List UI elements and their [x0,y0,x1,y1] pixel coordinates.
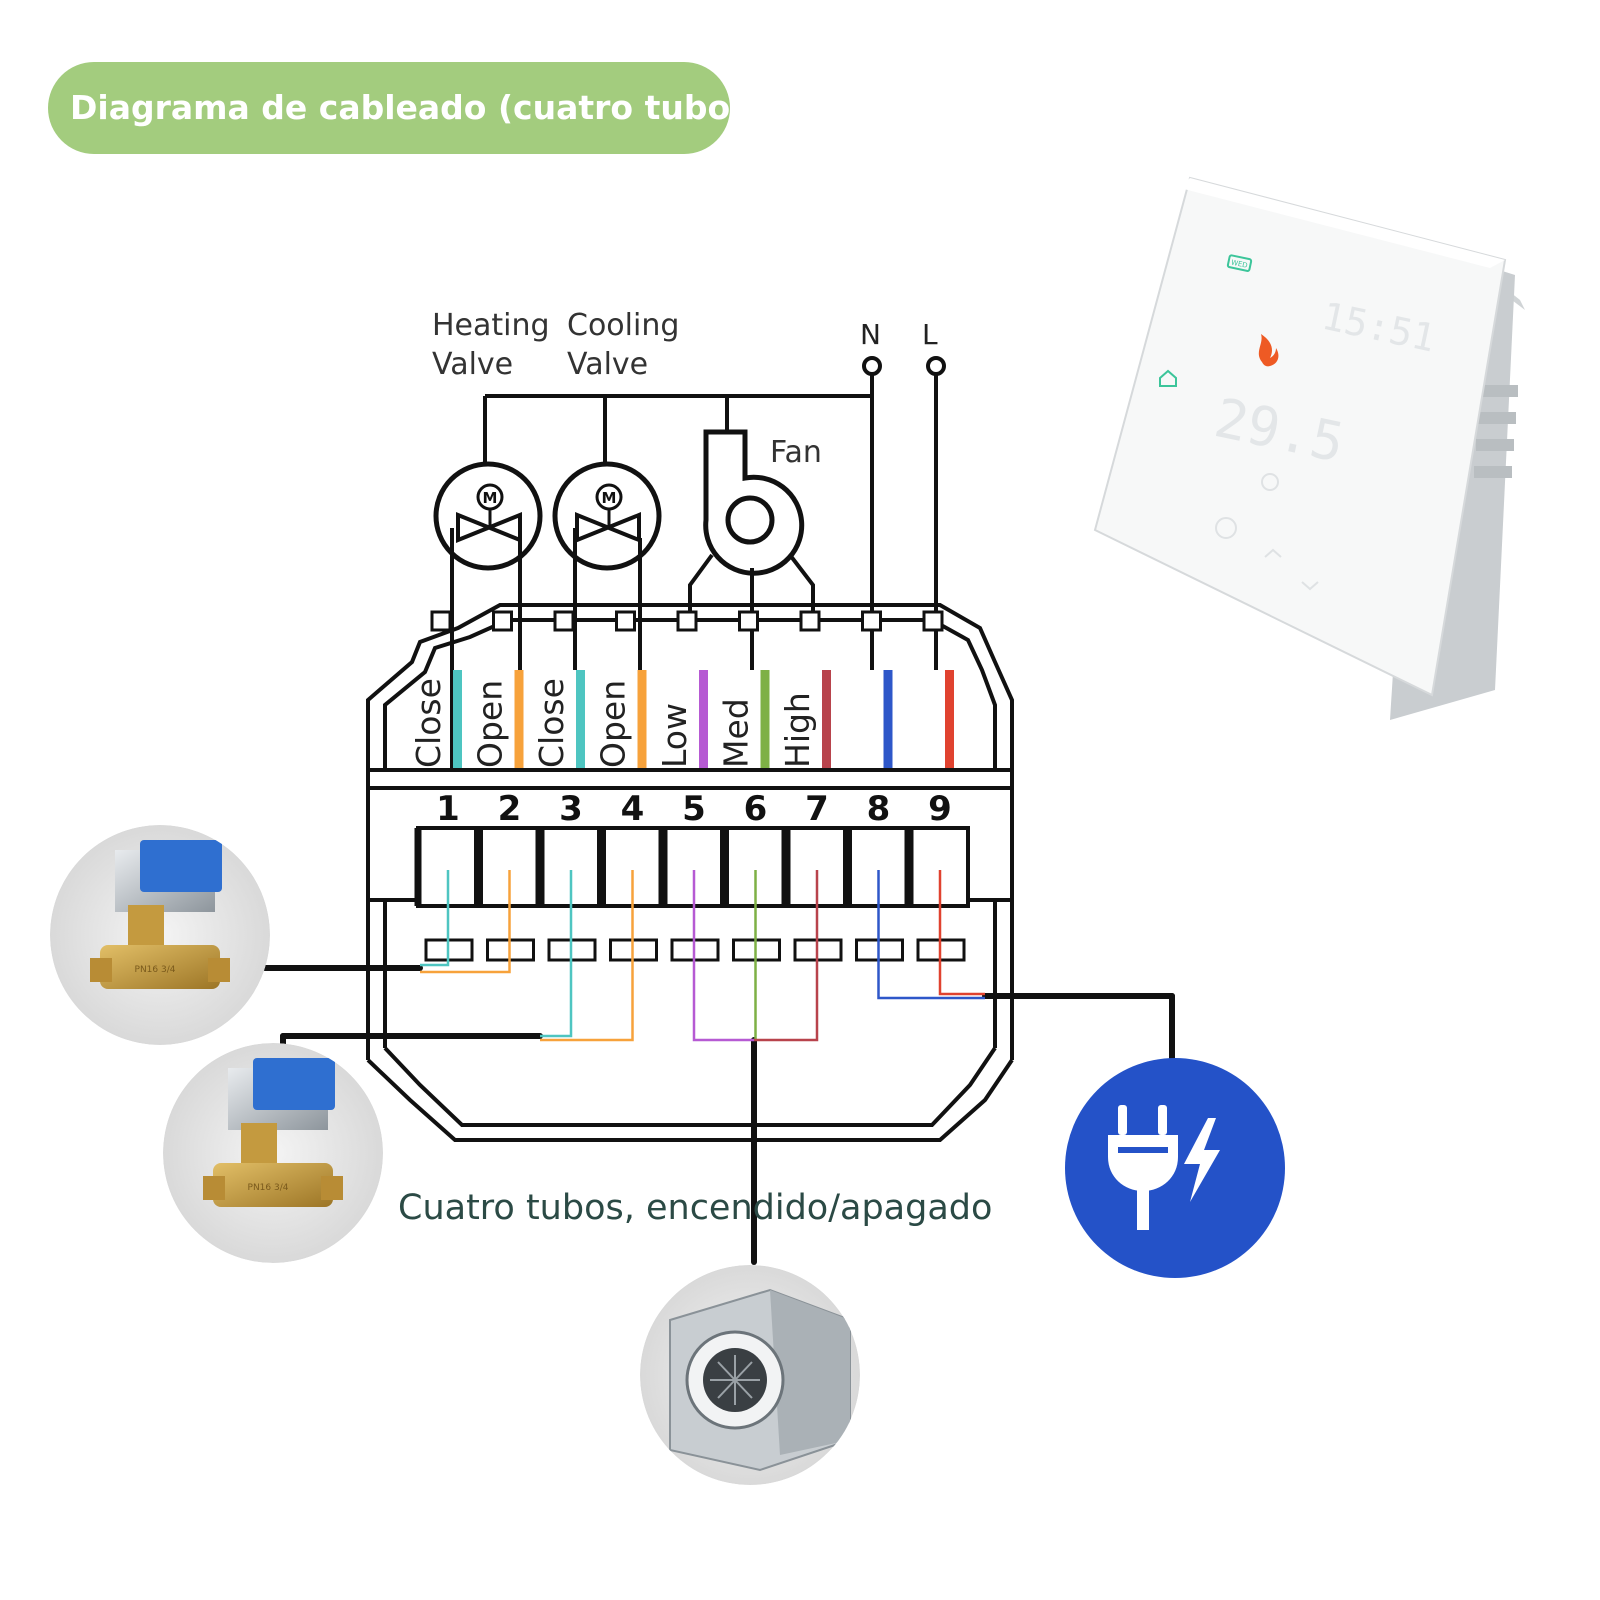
terminal-label-2: Open [471,680,510,768]
terminal-number-4: 4 [621,789,645,829]
terminal-lead-2 [514,670,524,768]
heating-motor-label: M [483,489,498,507]
terminal-top-slot [553,610,575,632]
cooling-label-line1: Cooling [567,308,679,343]
heating-label-line2: Valve [432,347,513,382]
diagram-title: Diagrama de cableado (cuatro tubos) [48,62,730,154]
clock-icon [1261,473,1279,491]
terminal-top-slot [615,610,636,632]
up-arrow-icon [1264,548,1282,558]
terminal-lead-8 [883,670,893,768]
live-label: L [922,318,938,351]
cooling-valve-symbol: M [552,461,662,670]
terminal-label-7: High [778,692,817,768]
day-badge-icon [1226,254,1253,272]
terminal-label-5: Low [655,703,694,768]
terminal-number-9: 9 [928,789,952,829]
terminal-top-slot [492,610,513,632]
cooling-label-line2: Valve [567,347,648,382]
terminal-label-1: Close [409,678,448,768]
terminal-labels: Close Open Close Open Low Med High [409,678,817,768]
terminal-lead-5 [699,670,708,768]
fan-symbol [688,429,815,670]
terminal-number-8: 8 [867,789,891,829]
terminal-lead-1 [453,670,462,768]
fan-photo [640,1265,860,1485]
thermostat-image: WED 15:51 29.5 [1093,176,1525,720]
terminal-top-slot [430,610,452,632]
terminal-label-6: Med [717,698,756,768]
terminal-number-5: 5 [682,789,706,829]
down-arrow-icon [1301,581,1319,591]
valve-stamp-1: PN16 3/4 [135,965,176,975]
terminal-number-7: 7 [805,789,829,829]
terminal-top-slot [676,610,698,632]
terminal-number-3: 3 [559,789,583,829]
neutral-terminal-icon [862,356,882,376]
power-button-icon [1215,517,1237,539]
terminal-number-2: 2 [498,789,522,829]
external-wires [262,965,1175,1265]
power-plug-icon [1065,1058,1285,1278]
terminal-number-6: 6 [744,789,768,829]
terminal-lead-4 [637,670,647,768]
neutral-label: N [860,318,881,351]
internal-wires [420,870,985,1042]
live-terminal-icon [926,356,946,376]
terminal-top-slot [922,610,944,632]
terminal-top-slot [738,610,759,632]
terminal-label-3: Close [532,678,571,768]
terminal-lead-7 [822,670,831,768]
terminal-number-1: 1 [436,789,460,829]
terminal-lead-3 [576,670,585,768]
terminal-lead-6 [760,670,770,768]
flame-icon [1258,334,1279,367]
diagram-caption: Cuatro tubos, encendido/apagado [398,1188,993,1228]
heating-label-line1: Heating [432,308,550,343]
home-icon [1159,369,1177,387]
valve-stamp-2: PN16 3/4 [248,1183,289,1193]
terminal-top-slot [861,610,882,632]
cooling-motor-label: M [602,489,617,507]
fan-label: Fan [770,435,822,470]
terminal-label-4: Open [594,680,633,768]
heating-valve-photo: PN16 3/4 [50,825,270,1045]
day-badge-text: WED [1230,258,1248,269]
terminal-lead-9 [945,670,954,768]
colored-leads [453,670,954,768]
terminal-top-slot [799,610,821,632]
cooling-valve-photo: PN16 3/4 [163,1043,383,1263]
